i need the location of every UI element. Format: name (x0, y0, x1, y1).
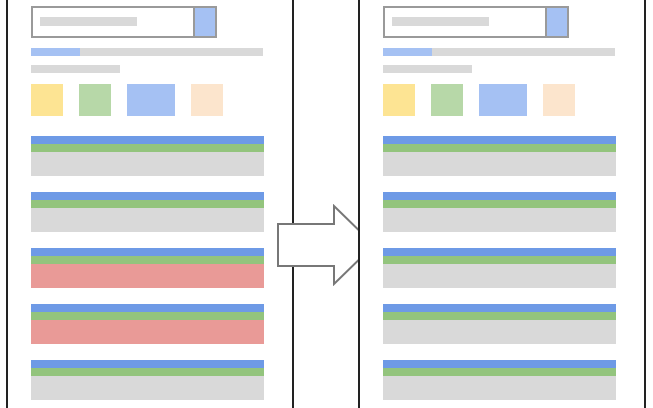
filter-chip-4[interactable] (191, 84, 223, 116)
list-item-header-blue (31, 360, 264, 368)
filter-chip-3[interactable] (479, 84, 527, 116)
list-item[interactable] (383, 136, 616, 176)
list-item-header-green (31, 368, 264, 376)
panel-before (6, 0, 294, 408)
list-item-header-blue (383, 360, 616, 368)
list-item[interactable] (31, 136, 264, 176)
list-item-header-blue (31, 136, 264, 144)
list-item-body (31, 152, 264, 176)
filter-chip-3[interactable] (127, 84, 175, 116)
list-item-header-blue (383, 192, 616, 200)
subtitle-line (383, 65, 472, 73)
list-item[interactable] (383, 360, 616, 400)
list-item[interactable] (31, 248, 264, 288)
search-placeholder-line (40, 17, 137, 26)
list-item[interactable] (383, 192, 616, 232)
list-item-header-blue (31, 304, 264, 312)
filter-chip-2[interactable] (79, 84, 111, 116)
list-item-header-green (383, 144, 616, 152)
progress-fill (383, 48, 432, 56)
list-item-header-green (383, 200, 616, 208)
filter-chip-1[interactable] (31, 84, 63, 116)
list-item-header-blue (31, 192, 264, 200)
list-item-header-blue (383, 136, 616, 144)
panel-after (358, 0, 646, 408)
search-button[interactable] (193, 6, 217, 38)
list-item[interactable] (383, 304, 616, 344)
list-item[interactable] (31, 192, 264, 232)
list-item[interactable] (31, 360, 264, 400)
list-item-body (383, 376, 616, 400)
list-item-header-green (383, 312, 616, 320)
list-item-body-highlighted (31, 320, 264, 344)
list-item[interactable] (31, 304, 264, 344)
list-item-body (31, 208, 264, 232)
list-item-header-green (31, 200, 264, 208)
list-item-body (383, 320, 616, 344)
search-input[interactable] (383, 6, 569, 38)
list-item-header-green (383, 256, 616, 264)
progress-fill (31, 48, 80, 56)
list-item-body (383, 264, 616, 288)
list-item-header-blue (383, 248, 616, 256)
list-item-header-blue (383, 304, 616, 312)
right-arrow-icon (277, 204, 376, 286)
list-item-header-green (383, 368, 616, 376)
list-item-body-highlighted (31, 264, 264, 288)
search-placeholder-line (392, 17, 489, 26)
filter-chip-4[interactable] (543, 84, 575, 116)
list-item-header-green (31, 256, 264, 264)
list-item-header-blue (31, 248, 264, 256)
subtitle-line (31, 65, 120, 73)
progress-bar (383, 48, 615, 56)
filter-chip-2[interactable] (431, 84, 463, 116)
list-item[interactable] (383, 248, 616, 288)
list-item-body (31, 376, 264, 400)
list-item-body (383, 152, 616, 176)
list-item-body (383, 208, 616, 232)
progress-bar (31, 48, 263, 56)
list-item-header-green (31, 312, 264, 320)
list-item-header-green (31, 144, 264, 152)
filter-chip-1[interactable] (383, 84, 415, 116)
search-button[interactable] (545, 6, 569, 38)
search-input[interactable] (31, 6, 217, 38)
